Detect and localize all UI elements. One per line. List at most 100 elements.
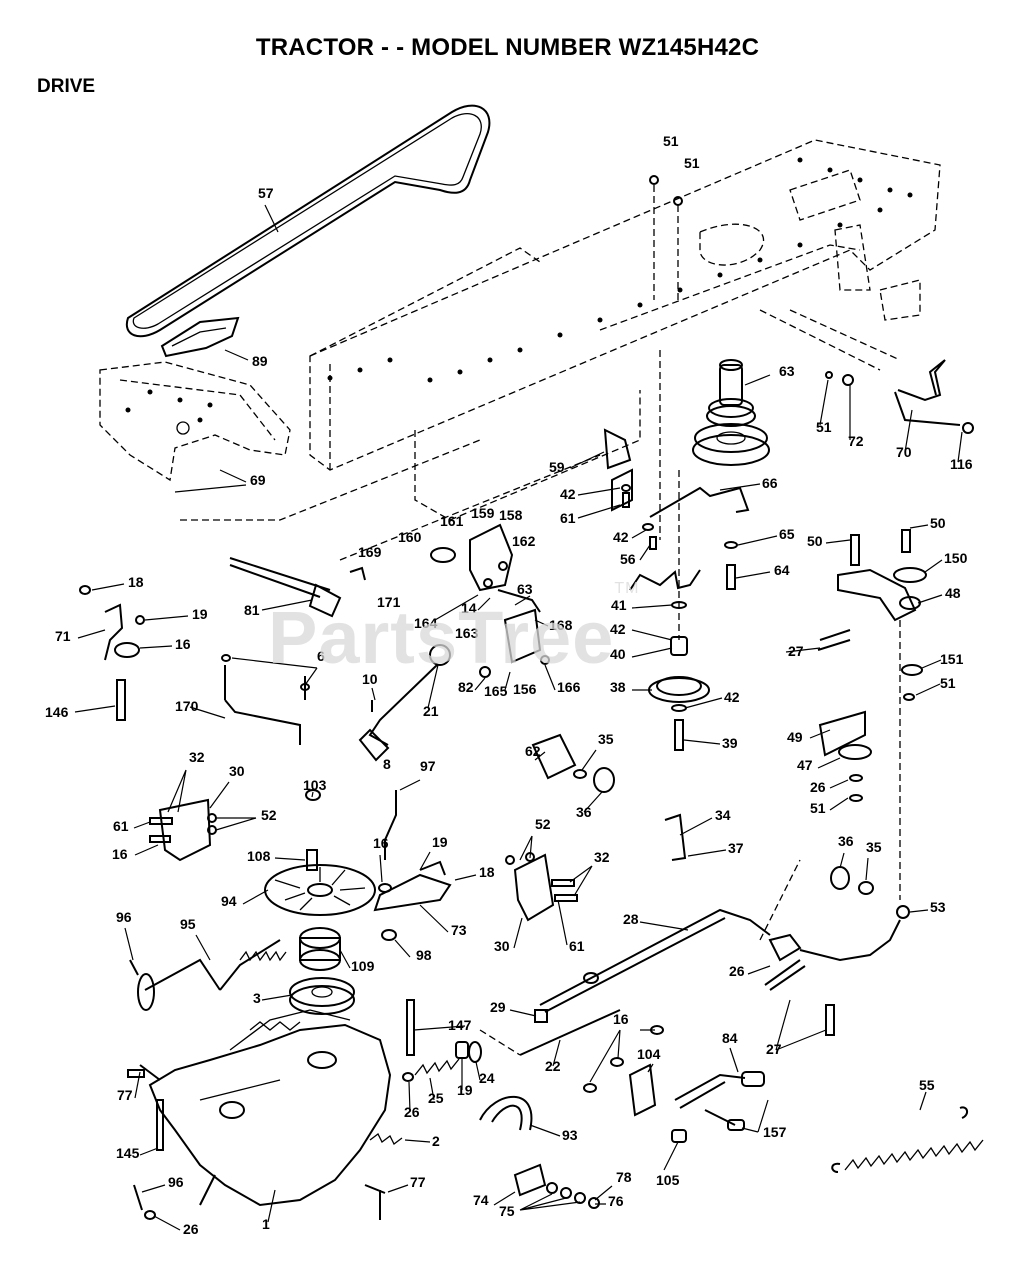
callout-55: 55: [919, 1077, 935, 1093]
callout-18: 18: [128, 574, 144, 590]
callout-26: 26: [729, 963, 745, 979]
callout-26: 26: [183, 1221, 199, 1237]
leader-lines: [74, 204, 963, 1231]
callout-49: 49: [787, 729, 803, 745]
callout-62: 62: [525, 743, 541, 759]
callout-82: 82: [458, 679, 474, 695]
transaxle: [127, 1009, 392, 1220]
callout-73: 73: [451, 922, 467, 938]
callout-66: 66: [762, 475, 778, 491]
clutch-bracket: [349, 523, 550, 678]
parts-tree-watermark: PartsTreeTM: [268, 580, 639, 680]
callout-53: 53: [930, 899, 946, 915]
callout-162: 162: [512, 533, 536, 549]
callout-51: 51: [940, 675, 956, 691]
callout-65: 65: [779, 526, 795, 542]
idler-bolt: [724, 541, 738, 590]
tractor-frame: [99, 139, 941, 561]
callout-89: 89: [252, 353, 268, 369]
bracket-30-right: [505, 852, 578, 922]
callout-25: 25: [428, 1090, 444, 1106]
engine-pulley: [692, 359, 770, 466]
callout-78: 78: [616, 1169, 632, 1185]
callout-24: 24: [479, 1070, 495, 1086]
callout-84: 84: [722, 1030, 738, 1046]
callout-171: 171: [377, 594, 401, 610]
callout-76: 76: [608, 1193, 624, 1209]
callout-168: 168: [549, 617, 573, 633]
callout-63: 63: [517, 581, 533, 597]
callout-37: 37: [728, 840, 744, 856]
callout-71: 71: [55, 628, 71, 644]
callout-96: 96: [168, 1174, 184, 1190]
callout-161: 161: [440, 513, 464, 529]
callout-42: 42: [610, 621, 626, 637]
callout-116: 116: [950, 456, 973, 472]
callout-52: 52: [261, 807, 277, 823]
callout-77: 77: [410, 1174, 426, 1190]
bracket-71: [79, 585, 145, 721]
callout-16: 16: [112, 846, 128, 862]
callout-22: 22: [545, 1058, 561, 1074]
callout-41: 41: [611, 597, 627, 613]
callout-81: 81: [244, 602, 260, 618]
lever-21: [358, 644, 451, 762]
callout-42: 42: [560, 486, 576, 502]
callout-27: 27: [788, 643, 804, 659]
callout-8: 8: [383, 756, 391, 772]
callout-146: 146: [45, 704, 69, 720]
callout-21: 21: [423, 703, 439, 719]
watermark-text: PartsTree: [268, 596, 615, 679]
callout-77: 77: [117, 1087, 133, 1103]
callout-36: 36: [838, 833, 854, 849]
callout-51: 51: [816, 419, 832, 435]
callout-145: 145: [116, 1145, 140, 1161]
callout-69: 69: [250, 472, 266, 488]
callout-1: 1: [262, 1216, 270, 1232]
callout-36: 36: [576, 804, 592, 820]
callout-170: 170: [175, 698, 199, 714]
callout-95: 95: [180, 916, 196, 932]
callout-59: 59: [549, 459, 565, 475]
callout-93: 93: [562, 1127, 578, 1143]
idler-arm: [603, 428, 750, 550]
callout-14: 14: [461, 600, 477, 616]
washer-set: [531, 733, 874, 895]
callout-18: 18: [479, 864, 495, 880]
lever-97: [373, 790, 452, 941]
callout-10: 10: [362, 671, 378, 687]
callout-166: 166: [557, 679, 581, 695]
callout-16: 16: [613, 1011, 629, 1027]
callout-156: 156: [513, 681, 537, 697]
callout-74: 74: [473, 1192, 489, 1208]
callout-19: 19: [457, 1082, 473, 1098]
shaft-81: [229, 557, 342, 618]
callout-103: 103: [303, 777, 327, 793]
callout-61: 61: [569, 938, 585, 954]
callout-42: 42: [613, 529, 629, 545]
callout-16: 16: [175, 636, 191, 652]
callout-165: 165: [484, 683, 508, 699]
callout-48: 48: [945, 585, 961, 601]
drive-belt: [125, 104, 491, 338]
callout-151: 151: [940, 651, 964, 667]
callout-159: 159: [471, 505, 495, 521]
callout-105: 105: [656, 1172, 680, 1188]
callout-50: 50: [807, 533, 823, 549]
callout-16: 16: [373, 835, 389, 851]
callout-70: 70: [896, 444, 912, 460]
callout-47: 47: [797, 757, 813, 773]
callout-51: 51: [663, 133, 679, 149]
frame-bolts: [649, 175, 683, 300]
bolt-set-27: [764, 629, 851, 1036]
page-title: TRACTOR - - MODEL NUMBER WZ145H42C: [255, 34, 760, 61]
callout-94: 94: [221, 893, 237, 909]
callout-157: 157: [763, 1124, 787, 1140]
callout-61: 61: [560, 510, 576, 526]
callout-96: 96: [116, 909, 132, 925]
callout-52: 52: [535, 816, 551, 832]
spring-55: [831, 1106, 984, 1173]
callout-42: 42: [724, 689, 740, 705]
callout-40: 40: [610, 646, 626, 662]
rod-170: [221, 654, 310, 745]
